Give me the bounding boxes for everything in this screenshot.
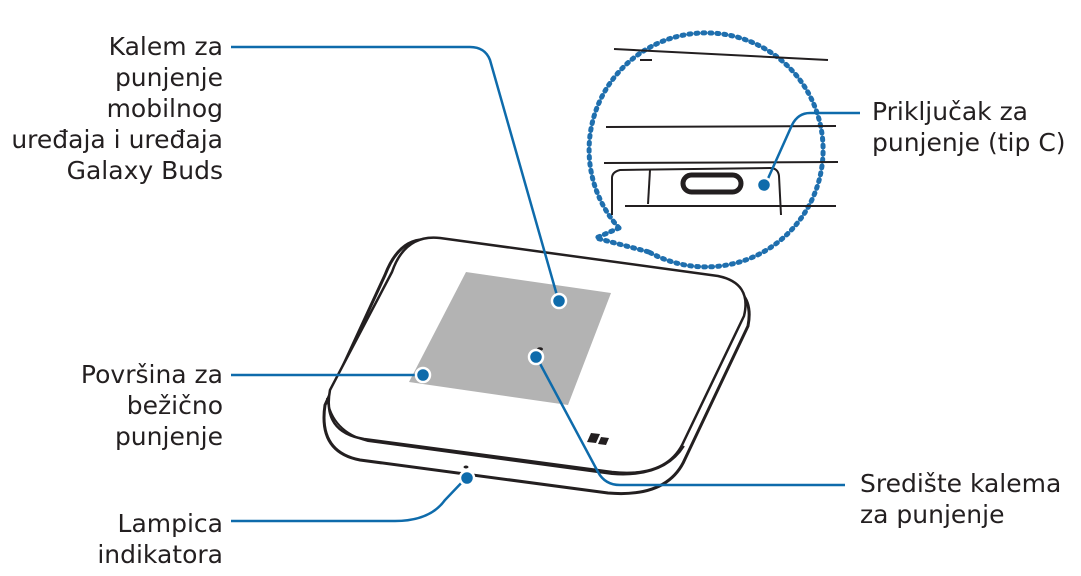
charger-pad <box>322 236 751 496</box>
label-surface: Površina za bežično punjenje <box>80 360 223 451</box>
leader-center <box>535 357 845 487</box>
port-detail <box>603 48 839 216</box>
leader-lines <box>231 45 860 523</box>
dot-surface <box>414 366 432 384</box>
leader-coil <box>231 45 560 300</box>
zoom-bubble-pointer <box>588 225 652 255</box>
usb-c-port <box>680 172 744 195</box>
zoom-bubble-outline <box>586 30 826 270</box>
indicator-light <box>463 465 469 469</box>
label-coil: Kalem za punjenje mobilnog uređaja i ure… <box>11 32 223 185</box>
zoom-bubble <box>586 30 839 270</box>
dot-port <box>755 176 773 194</box>
label-indicator: Lampica indikatora <box>97 509 223 569</box>
pad-side-edge <box>326 397 685 476</box>
dot-indicator <box>458 469 476 487</box>
label-port: Priključak za punjenje (tip C) <box>872 97 1066 157</box>
dot-coil <box>550 292 568 310</box>
leader-indicator <box>231 477 467 523</box>
leader-port <box>764 111 860 184</box>
label-center: Središte kalema za punjenje <box>860 469 1062 529</box>
samsung-logo-mark <box>587 433 609 445</box>
dot-center <box>527 348 545 366</box>
leader-dots <box>414 176 773 487</box>
